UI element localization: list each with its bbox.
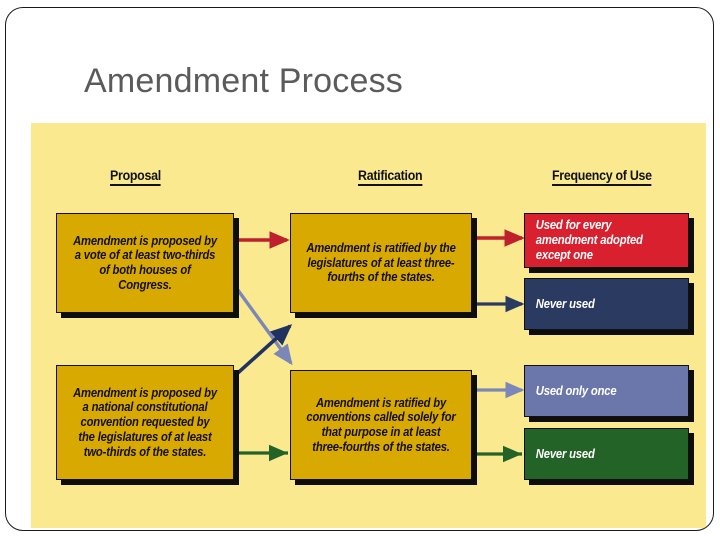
ratification-box-conventions[interactable]: Amendment is ratified by conventions cal… <box>290 370 472 480</box>
proposal-box-congress-text: Amendment is proposed by a vote of at le… <box>73 233 217 292</box>
frequency-box-never-used-green-text: Never used <box>535 446 595 461</box>
frequency-box-never-used-navy[interactable]: Never used <box>524 278 689 330</box>
column-header-ratification: Ratification <box>358 168 423 186</box>
frequency-box-never-used-navy-text: Never used <box>535 296 595 311</box>
frequency-box-never-used-green[interactable]: Never used <box>524 428 689 480</box>
page-title: Amendment Process <box>84 62 403 100</box>
slide: Amendment Process Proposal Ratification … <box>5 7 714 531</box>
ratification-box-legislatures-text: Amendment is ratified by the legislature… <box>306 240 456 285</box>
frequency-box-used-once-text: Used only once <box>535 383 617 398</box>
frequency-box-every-amendment-text: Used for every amendment adopted except … <box>535 218 643 262</box>
proposal-box-convention-text: Amendment is proposed by a national cons… <box>73 385 217 459</box>
proposal-box-congress[interactable]: Amendment is proposed by a vote of at le… <box>56 213 234 313</box>
frequency-box-every-amendment[interactable]: Used for every amendment adopted except … <box>524 213 689 268</box>
frequency-box-used-once[interactable]: Used only once <box>524 365 689 417</box>
ratification-box-conventions-text: Amendment is ratified by conventions cal… <box>306 395 456 454</box>
column-header-proposal: Proposal <box>110 168 161 186</box>
column-header-frequency-of-use: Frequency of Use <box>552 168 652 186</box>
ratification-box-legislatures[interactable]: Amendment is ratified by the legislature… <box>290 213 472 313</box>
proposal-box-convention[interactable]: Amendment is proposed by a national cons… <box>56 365 234 480</box>
